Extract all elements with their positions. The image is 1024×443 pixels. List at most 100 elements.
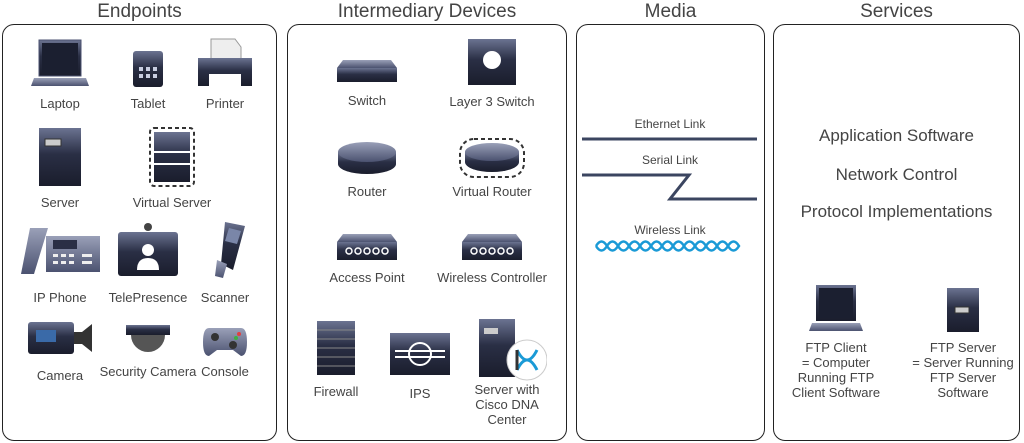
- virtual-server-icon: [149, 127, 195, 187]
- security-camera-icon: [126, 325, 170, 352]
- ip-phone-icon: [21, 228, 100, 274]
- ethernet-link-label: Ethernet Link: [634, 117, 706, 131]
- camera: Camera: [0, 318, 120, 383]
- serial-link-line: [582, 173, 757, 201]
- layer3-switch-icon: [468, 39, 516, 85]
- wireless-wave-segment: [693, 240, 708, 252]
- server-icon: [39, 128, 81, 186]
- security-camera-label: Security Camera: [99, 364, 197, 379]
- camera-label: Camera: [36, 368, 84, 383]
- server-dna-center-label: Server with Cisco DNA Center: [474, 382, 540, 427]
- laptop-label: Laptop: [40, 96, 80, 111]
- router-label: Router: [347, 184, 387, 199]
- wireless-controller-icon: [462, 234, 522, 260]
- switch: Switch: [307, 58, 427, 108]
- router: Router: [307, 140, 427, 199]
- tablet: Tablet: [88, 50, 208, 111]
- switch-label: Switch: [347, 93, 387, 108]
- ips-icon: [390, 333, 450, 375]
- virtual-router: Virtual Router: [432, 138, 552, 199]
- printer: Printer: [165, 38, 285, 111]
- virtual-router-icon: [459, 138, 525, 178]
- telepresence: TelePresence: [88, 222, 208, 305]
- firewall-icon: [317, 321, 355, 375]
- telepresence-icon: [118, 223, 178, 276]
- virtual-server: Virtual Server: [112, 127, 232, 210]
- media-links-drawing: [582, 137, 757, 252]
- console-icon: [203, 328, 247, 356]
- layer3-switch-label: Layer 3 Switch: [449, 94, 535, 109]
- intermediary-panel: [287, 24, 567, 441]
- ftp-server-desc: FTP Server: [929, 370, 997, 385]
- access-point-label: Access Point: [329, 270, 405, 285]
- services-panel: [773, 24, 1020, 441]
- ftp-server: FTP Server = Server Running FTP Server S…: [903, 287, 1023, 400]
- server-label: Server: [40, 195, 80, 210]
- intermediary-title: Intermediary Devices: [337, 1, 517, 22]
- wireless-wave-segment: [627, 240, 642, 252]
- laptop-icon: [809, 285, 863, 331]
- access-point-icon: [337, 234, 397, 260]
- virtual-router-label: Virtual Router: [452, 184, 532, 199]
- telepresence-label: TelePresence: [108, 290, 188, 305]
- virtual-server-label: Virtual Server: [132, 195, 212, 210]
- service-application-software: Application Software: [819, 126, 974, 145]
- wireless-wave-segment: [638, 240, 653, 252]
- wireless-controller-label: Wireless Controller: [437, 270, 547, 285]
- dna-center-server-icon: [479, 319, 547, 381]
- console-label: Console: [201, 364, 249, 379]
- security-camera: Security Camera: [88, 324, 208, 379]
- wireless-wave-segment: [605, 240, 620, 252]
- switch-icon: [337, 60, 397, 82]
- ips: IPS: [360, 332, 480, 401]
- printer-label: Printer: [205, 96, 245, 111]
- server: Server: [0, 127, 120, 210]
- ftp-server-desc: Software: [937, 385, 989, 400]
- tablet-label: Tablet: [130, 96, 166, 111]
- ftp-server-desc: = Server Running: [912, 355, 1014, 370]
- wireless-wave-segment: [682, 240, 697, 252]
- wireless-wave-segment: [671, 240, 686, 252]
- ftp-server-label: FTP Server: [929, 340, 997, 355]
- scanner: Scanner: [165, 220, 285, 305]
- ftp-client-label: FTP Client: [805, 340, 867, 355]
- media-title: Media: [644, 1, 697, 22]
- endpoints-title: Endpoints: [97, 1, 182, 22]
- camera-icon: [28, 322, 92, 354]
- wireless-wave-segment: [704, 240, 719, 252]
- ftp-client: FTP Client = Computer Running FTP Client…: [776, 283, 896, 400]
- wireless-wave-segment: [594, 240, 609, 252]
- server-dna-center: Server with Cisco DNA Center: [447, 318, 567, 427]
- console: Console: [165, 325, 285, 379]
- printer-icon: [198, 38, 252, 86]
- layer3-switch: Layer 3 Switch: [432, 38, 552, 109]
- wireless-wave-segment: [616, 240, 631, 252]
- ftp-client-desc: = Computer: [801, 355, 871, 370]
- ftp-client-desc: Client Software: [791, 385, 881, 400]
- router-icon: [338, 142, 396, 174]
- firewall: Firewall: [276, 320, 396, 399]
- laptop-icon: [31, 39, 89, 86]
- wireless-link-line: [594, 240, 741, 252]
- services-title: Services: [860, 1, 933, 22]
- wireless-wave-segment: [715, 240, 730, 252]
- scanner-label: Scanner: [200, 290, 250, 305]
- firewall-label: Firewall: [313, 384, 359, 399]
- wireless-controller: Wireless Controller: [432, 232, 552, 285]
- ftp-client-desc: Running FTP: [797, 370, 875, 385]
- access-point: Access Point: [307, 232, 427, 285]
- wireless-wave-segment: [649, 240, 664, 252]
- endpoints-panel: [2, 24, 277, 441]
- ips-label: IPS: [409, 386, 431, 401]
- wireless-wave-segment: [660, 240, 675, 252]
- wireless-link-label: Wireless Link: [634, 223, 706, 237]
- wireless-wave-segment: [726, 240, 741, 252]
- ip-phone: IP Phone: [0, 226, 120, 305]
- service-protocol-implementations: Protocol Implementations: [800, 202, 993, 221]
- server-icon: [947, 288, 979, 332]
- laptop: Laptop: [0, 38, 120, 111]
- media-panel: [576, 24, 765, 441]
- ip-phone-label: IP Phone: [33, 290, 87, 305]
- scanner-icon: [215, 222, 245, 278]
- serial-link-label: Serial Link: [641, 153, 699, 167]
